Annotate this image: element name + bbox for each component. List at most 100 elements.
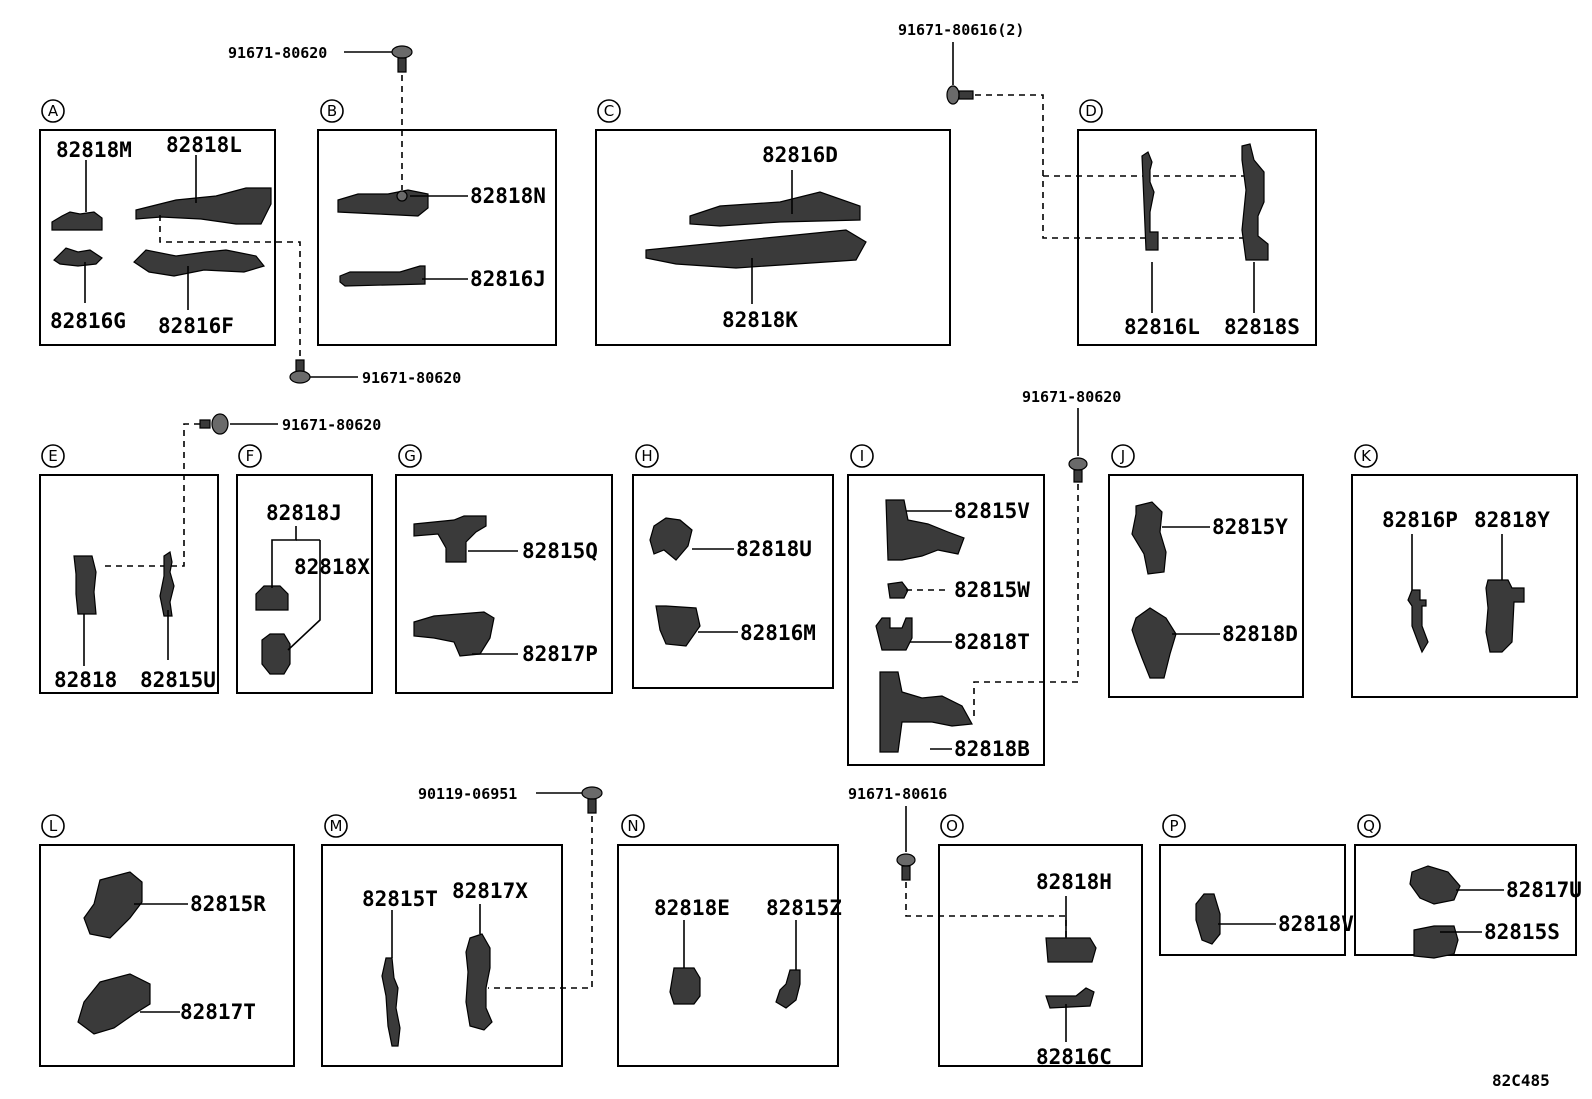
svg-text:F: F (246, 447, 255, 465)
part-82817x[interactable]: 82817X (452, 879, 528, 1031)
svg-text:M: M (330, 817, 343, 835)
part-82817u[interactable]: 82817U (1409, 865, 1582, 905)
section-box-e (39, 474, 219, 694)
svg-text:82815V: 82815V (954, 499, 1030, 523)
svg-text:82818T: 82818T (954, 630, 1030, 654)
part-82818j[interactable]: 82818J (255, 501, 342, 611)
part-82818v[interactable]: 82818V (1195, 893, 1354, 945)
svg-text:82818Y: 82818Y (1474, 508, 1550, 532)
svg-text:82815Y: 82815Y (1212, 515, 1288, 539)
section-marker-l: L (41, 814, 65, 838)
svg-text:82818M: 82818M (56, 138, 132, 162)
part-82816j[interactable]: 82816J (339, 265, 546, 291)
section-marker-o: O (940, 814, 964, 838)
part-82818n[interactable]: 82818N (337, 184, 546, 217)
part-82815u[interactable]: 82815U (140, 551, 216, 692)
svg-text:82818D: 82818D (1222, 622, 1298, 646)
part-82815w[interactable]: 82815W (887, 578, 1030, 602)
svg-text:91671-80620: 91671-80620 (362, 369, 461, 387)
section-marker-p: P (1162, 814, 1186, 838)
svg-text:82818: 82818 (54, 668, 117, 692)
part-82818m[interactable]: 82818M (51, 138, 132, 231)
part-82818h[interactable]: 82818H (1036, 870, 1112, 963)
part-82818d[interactable]: 82818D (1131, 607, 1298, 679)
part-82818b[interactable]: 82818B (879, 671, 1030, 761)
svg-text:82817T: 82817T (180, 1000, 256, 1024)
part-82815y[interactable]: 82815Y (1131, 501, 1288, 575)
section-marker-h: H (635, 444, 659, 468)
part-82818k[interactable]: 82818K (645, 229, 867, 332)
part-82815r[interactable]: 82815R (83, 871, 266, 939)
section-box-f (236, 474, 373, 694)
section-box-q (1354, 844, 1577, 956)
part-82816g[interactable]: 82816G (50, 247, 126, 333)
section-box-p (1159, 844, 1346, 956)
svg-text:82816D: 82816D (762, 143, 838, 167)
part-82818x[interactable]: 82818X (261, 540, 370, 675)
svg-text:D: D (1085, 102, 1097, 120)
section-marker-j: J (1111, 444, 1135, 468)
part-82815v[interactable]: 82815V (885, 499, 1030, 561)
fastener-91671-80620-i[interactable]: 91671-80620 (1022, 388, 1121, 483)
svg-text:82817P: 82817P (522, 642, 598, 666)
svg-text:82818L: 82818L (166, 133, 242, 157)
part-82815z[interactable]: 82815Z (766, 896, 842, 1009)
svg-text:I: I (860, 447, 864, 465)
svg-text:82818H: 82818H (1036, 870, 1112, 894)
section-marker-m: M (324, 814, 348, 838)
svg-text:N: N (627, 817, 638, 835)
section-box-i (847, 474, 1045, 766)
fastener-91671-80616[interactable]: 91671-80616 (848, 785, 947, 881)
part-82818t[interactable]: 82818T (875, 617, 1030, 654)
diagram-code: 82C485 (1492, 1071, 1550, 1090)
svg-text:82818N: 82818N (470, 184, 546, 208)
svg-text:H: H (641, 447, 652, 465)
fastener-91671-80620-a[interactable]: 91671-80620 (289, 359, 461, 387)
part-82815q[interactable]: 82815Q (413, 515, 598, 563)
svg-text:82818B: 82818B (954, 737, 1030, 761)
part-82816f[interactable]: 82816F (133, 249, 266, 338)
svg-text:82818X: 82818X (294, 555, 370, 579)
part-82818y[interactable]: 82818Y (1474, 508, 1550, 653)
fastener-91671-80620-e[interactable]: 91671-80620 (199, 413, 381, 435)
svg-text:82817U: 82817U (1506, 878, 1582, 902)
part-82815t[interactable]: 82815T (362, 887, 438, 1047)
part-82817p[interactable]: 82817P (413, 611, 598, 666)
section-box-c (595, 129, 951, 346)
svg-text:91671-80616(2): 91671-80616(2) (898, 21, 1024, 39)
svg-text:82817X: 82817X (452, 879, 528, 903)
svg-text:82818J: 82818J (266, 501, 342, 525)
part-82815s[interactable]: 82815S (1413, 920, 1560, 959)
fastener-91671-80620-b[interactable]: 91671-80620 (228, 44, 413, 73)
part-82817t[interactable]: 82817T (77, 973, 256, 1035)
part-82818l[interactable]: 82818L (135, 133, 272, 225)
svg-text:82815T: 82815T (362, 887, 438, 911)
part-82818[interactable]: 82818 (54, 555, 117, 692)
part-82816c[interactable]: 82816C (1036, 987, 1112, 1069)
section-box-n (617, 844, 839, 1067)
svg-text:82816C: 82816C (1036, 1045, 1112, 1069)
part-82816l[interactable]: 82816L (1124, 151, 1200, 339)
part-82818e[interactable]: 82818E (654, 896, 730, 1005)
part-82818s[interactable]: 82818S (1224, 143, 1300, 339)
part-82816p[interactable]: 82816P (1382, 508, 1458, 654)
section-box-h (632, 474, 834, 689)
section-marker-g: G (398, 444, 422, 468)
fastener-91671-80616-2[interactable]: 91671-80616(2) (898, 21, 1024, 105)
section-marker-b: B (320, 99, 344, 123)
part-82816m[interactable]: 82816M (655, 605, 816, 647)
svg-text:91671-80616: 91671-80616 (848, 785, 947, 803)
section-box-a (39, 129, 276, 346)
fastener-90119-06951[interactable]: 90119-06951 (418, 785, 603, 814)
svg-text:90119-06951: 90119-06951 (418, 785, 517, 803)
part-82818u[interactable]: 82818U (649, 517, 812, 561)
svg-text:O: O (946, 817, 958, 835)
svg-text:82815Q: 82815Q (522, 539, 598, 563)
section-marker-k: K (1354, 444, 1378, 468)
section-marker-d: D (1079, 99, 1103, 123)
svg-text:P: P (1169, 817, 1178, 835)
part-82816d[interactable]: 82816D (689, 143, 861, 227)
section-marker-f: F (238, 444, 262, 468)
svg-text:82816L: 82816L (1124, 315, 1200, 339)
svg-text:G: G (404, 447, 416, 465)
